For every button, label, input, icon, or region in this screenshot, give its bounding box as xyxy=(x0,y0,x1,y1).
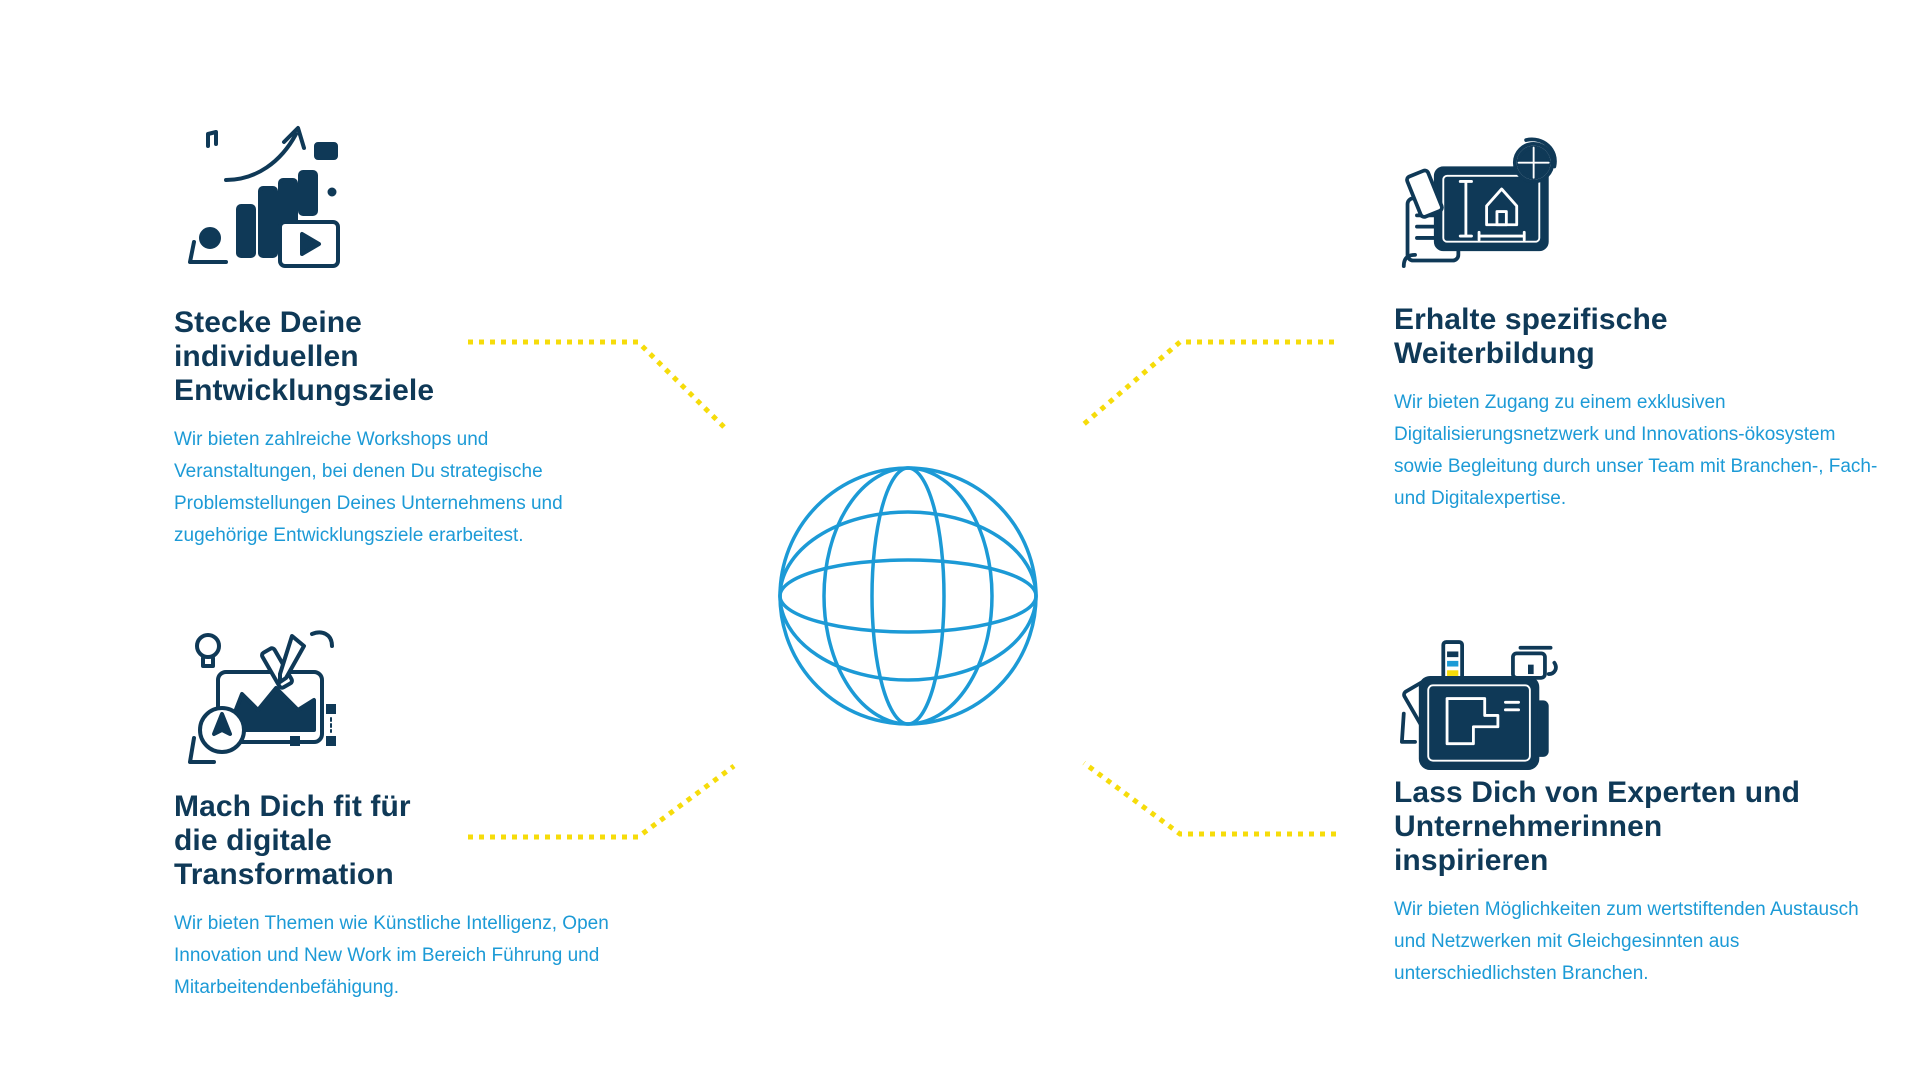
feature-goals: Stecke Deine individuellen Entwicklungsz… xyxy=(174,306,634,552)
connector-bottom-right xyxy=(1082,760,1336,837)
feature-title: Mach Dich fit für die digitale Transform… xyxy=(174,790,411,891)
blueprint-icon xyxy=(1401,137,1557,269)
connector-top-left xyxy=(468,339,726,429)
feature-inspire: Lass Dich von Experten und Unternehmerin… xyxy=(1394,776,1894,990)
feature-description: Wir bieten Möglichkeiten zum wertstiften… xyxy=(1394,899,1859,984)
feature-title: Lass Dich von Experten und Unternehmerin… xyxy=(1394,776,1801,877)
design-tools-icon xyxy=(188,630,336,764)
globe-icon xyxy=(778,466,1038,726)
connector-bottom-left xyxy=(468,763,736,840)
engineering-tools-icon xyxy=(1400,640,1558,771)
feature-training: Erhalte spezifische Weiterbildung Wir bi… xyxy=(1394,303,1894,515)
growth-chart-icon xyxy=(188,126,340,268)
feature-description: Wir bieten zahlreiche Workshops und Vera… xyxy=(174,429,563,546)
connector-top-right xyxy=(1082,339,1334,426)
feature-title: Stecke Deine individuellen Entwicklungsz… xyxy=(174,306,435,407)
feature-title: Erhalte spezifische Weiterbildung xyxy=(1394,303,1668,370)
feature-description: Wir bieten Themen wie Künstliche Intelli… xyxy=(174,913,609,998)
feature-digital: Mach Dich fit für die digitale Transform… xyxy=(174,790,634,1004)
feature-description: Wir bieten Zugang zu einem exklusiven Di… xyxy=(1394,392,1878,509)
